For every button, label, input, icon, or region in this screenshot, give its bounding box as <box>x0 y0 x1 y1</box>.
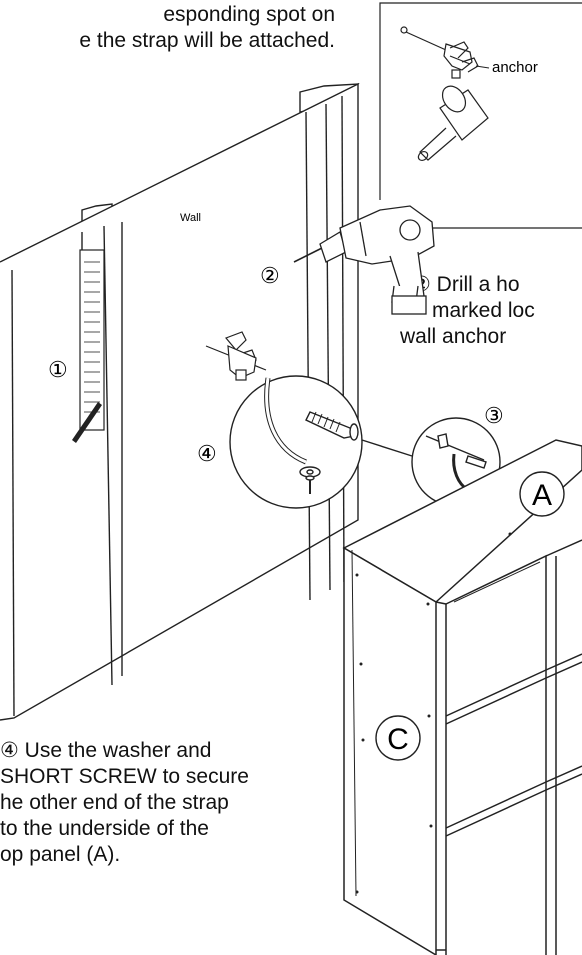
detail-circle-screw <box>229 375 413 509</box>
instruction-line: op panel (A). <box>0 843 121 866</box>
wall-label: Wall <box>180 212 201 224</box>
bookcase <box>342 439 582 955</box>
instruction-line: marked loc <box>432 299 535 322</box>
instruction-step-4-text: ④ Use the washer and SHORT SCREW to secu… <box>0 738 249 868</box>
step-3-marker: ③ <box>484 403 504 428</box>
tools-inset <box>379 2 582 229</box>
instruction-step-1-text: esponding spot on e the strap will be at… <box>0 2 335 54</box>
step-1-marker: ① <box>48 357 68 382</box>
instruction-line: he other end of the strap <box>0 791 229 814</box>
instruction-line: wall anchor <box>400 325 507 348</box>
instruction-line: ④ Use the washer and <box>0 739 212 762</box>
instruction-line: esponding spot on <box>163 3 335 26</box>
step-4-marker: ④ <box>197 441 217 466</box>
instruction-line: to the underside of the <box>0 817 209 840</box>
wall-anchor-icon <box>205 331 267 381</box>
instruction-step-2-text: ② Drill a ho marked loc wall anchor <box>400 272 535 350</box>
panel-c-label: C <box>387 723 409 756</box>
wall <box>0 82 360 721</box>
anchor-icon <box>400 26 479 79</box>
step-2-marker: ② <box>260 263 280 288</box>
panel-a-callout: A <box>519 471 565 517</box>
instruction-line: SHORT SCREW to secure <box>0 765 249 788</box>
pencil-icon <box>72 402 102 443</box>
panel-a-label: A <box>532 479 552 512</box>
stud-finder-icon <box>79 249 105 431</box>
anchor-label: anchor <box>492 59 538 76</box>
hammer-icon <box>417 85 489 162</box>
panel-c-callout: C <box>375 715 421 761</box>
instruction-line: e the strap will be attached. <box>79 29 335 52</box>
drill-icon <box>293 205 435 315</box>
instruction-line: ② Drill a ho <box>412 273 520 296</box>
